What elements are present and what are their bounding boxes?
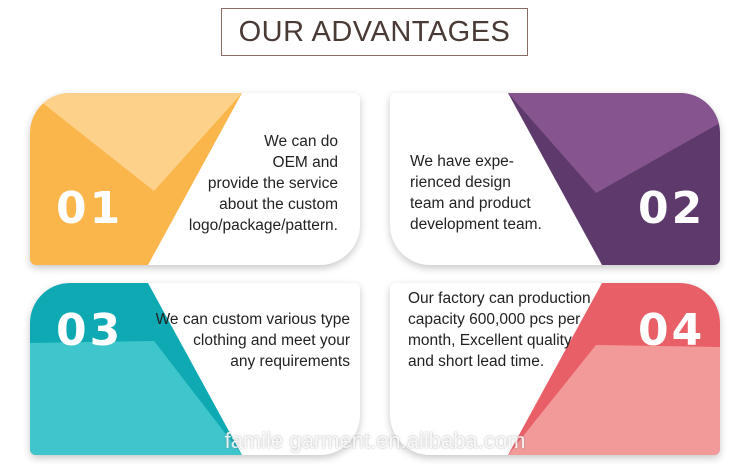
advantage-card-02: 02 We have expe- rienced design team and… bbox=[390, 93, 720, 265]
card-01-number: 01 bbox=[56, 183, 124, 234]
card-02-shape bbox=[508, 93, 720, 265]
watermark: famile garment.en.alibaba.com bbox=[224, 428, 526, 453]
card-01-text: We can do OEM and provide the service ab… bbox=[188, 133, 338, 234]
card-04-number: 04 bbox=[638, 305, 706, 356]
card-02-number: 02 bbox=[638, 183, 706, 234]
page-title: OUR ADVANTAGES bbox=[221, 8, 528, 56]
card-03-number: 03 bbox=[56, 305, 124, 356]
card-02-text: We have expe- rienced design team and pr… bbox=[410, 153, 542, 233]
card-03-shape bbox=[30, 283, 242, 455]
card-04-shape bbox=[508, 283, 720, 455]
card-01-shape bbox=[30, 93, 242, 265]
advantage-card-03: 03 We can custom various type clothing a… bbox=[30, 283, 360, 455]
advantage-card-01: 01 We can do OEM and provide the service… bbox=[30, 93, 360, 265]
advantage-card-04: 04 Our factory can production capacity 6… bbox=[390, 283, 720, 455]
card-03-text: We can custom various type clothing and … bbox=[155, 311, 350, 370]
card-04-text: Our factory can production capacity 600,… bbox=[408, 290, 591, 370]
